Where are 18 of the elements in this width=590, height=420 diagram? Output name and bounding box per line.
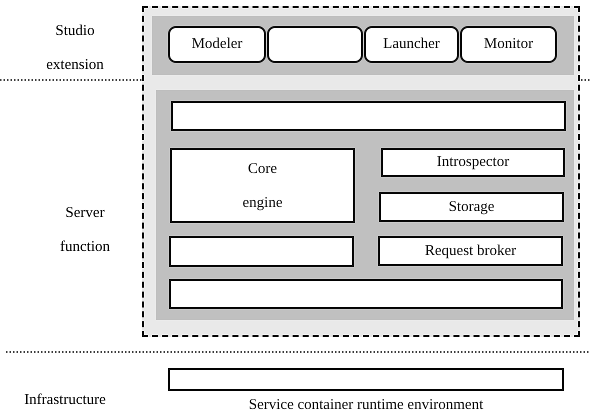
layer-caption: Service container runtime environment (248, 397, 484, 414)
dashed-boundary (142, 6, 580, 337)
component-box: Storage (379, 192, 564, 222)
component-box: Monitor (460, 26, 557, 63)
layer-name: Studio extension (45, 22, 105, 75)
component-box: Request broker (378, 236, 563, 266)
layer-panel (152, 16, 574, 75)
component-box (171, 101, 566, 131)
component-box (267, 26, 363, 63)
component-box (169, 236, 354, 267)
layer-name: Server function (59, 204, 111, 257)
component-box: Modeler (168, 26, 266, 63)
component-box: Launcher (364, 26, 459, 63)
component-box: Core engine (170, 148, 355, 223)
layer-panel (156, 90, 574, 320)
component-box: Introspector (381, 148, 565, 177)
layer-name: Infrastructure (23, 391, 107, 410)
component-box (169, 279, 563, 309)
